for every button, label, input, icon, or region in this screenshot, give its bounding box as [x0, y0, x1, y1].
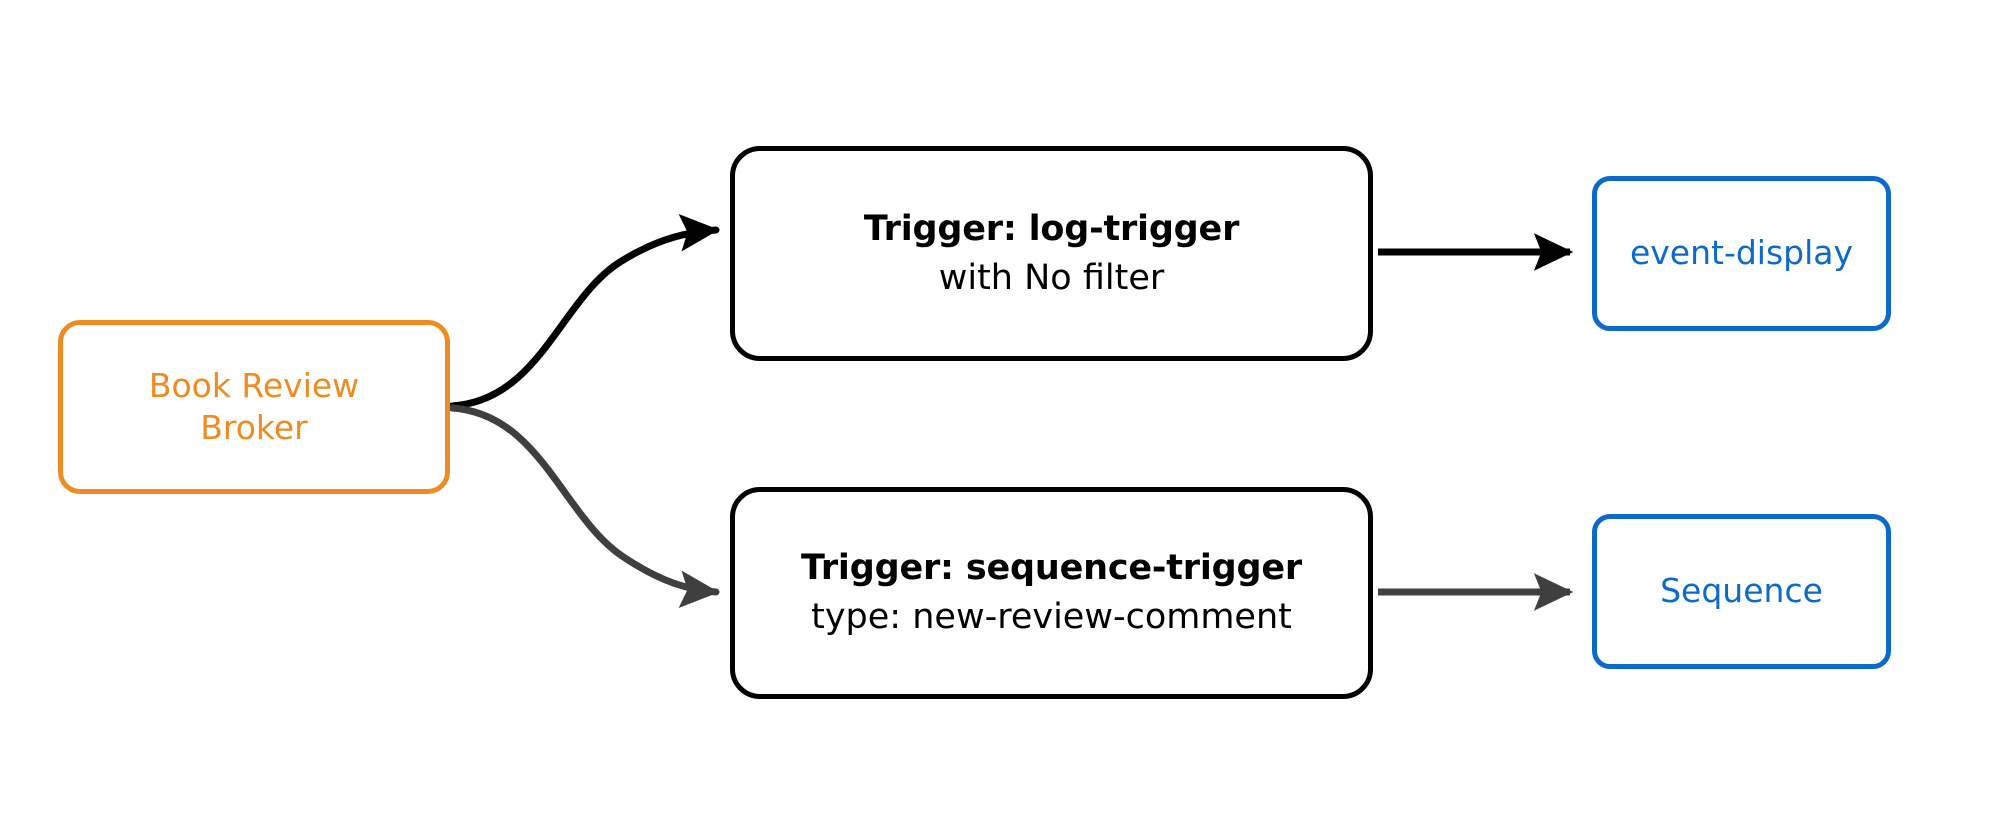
node-book-review-broker-label-line1: Book Review — [148, 365, 360, 405]
node-sequence-label: Sequence — [1660, 571, 1823, 611]
node-trigger-sequence-trigger-subtitle: type: new-review-comment — [811, 597, 1292, 637]
node-trigger-log-trigger[interactable]: Trigger: log-trigger with No filter — [730, 146, 1373, 361]
node-sequence[interactable]: Sequence — [1592, 514, 1891, 669]
node-book-review-broker[interactable]: Book Review Broker — [58, 320, 450, 494]
node-trigger-sequence-trigger-title: Trigger: sequence-trigger — [801, 548, 1302, 589]
node-book-review-broker-label-line2: Broker — [200, 408, 308, 447]
edge-source-to-sequence-trigger — [448, 404, 720, 608]
node-event-display[interactable]: event-display — [1592, 176, 1891, 331]
node-trigger-log-trigger-subtitle: with No filter — [938, 257, 1165, 298]
node-trigger-log-trigger-title: Trigger: log-trigger — [863, 208, 1240, 249]
node-trigger-sequence-trigger[interactable]: Trigger: sequence-trigger type: new-revi… — [730, 487, 1373, 699]
edge-source-to-log-trigger — [448, 214, 720, 410]
node-event-display-label: event-display — [1629, 233, 1854, 273]
